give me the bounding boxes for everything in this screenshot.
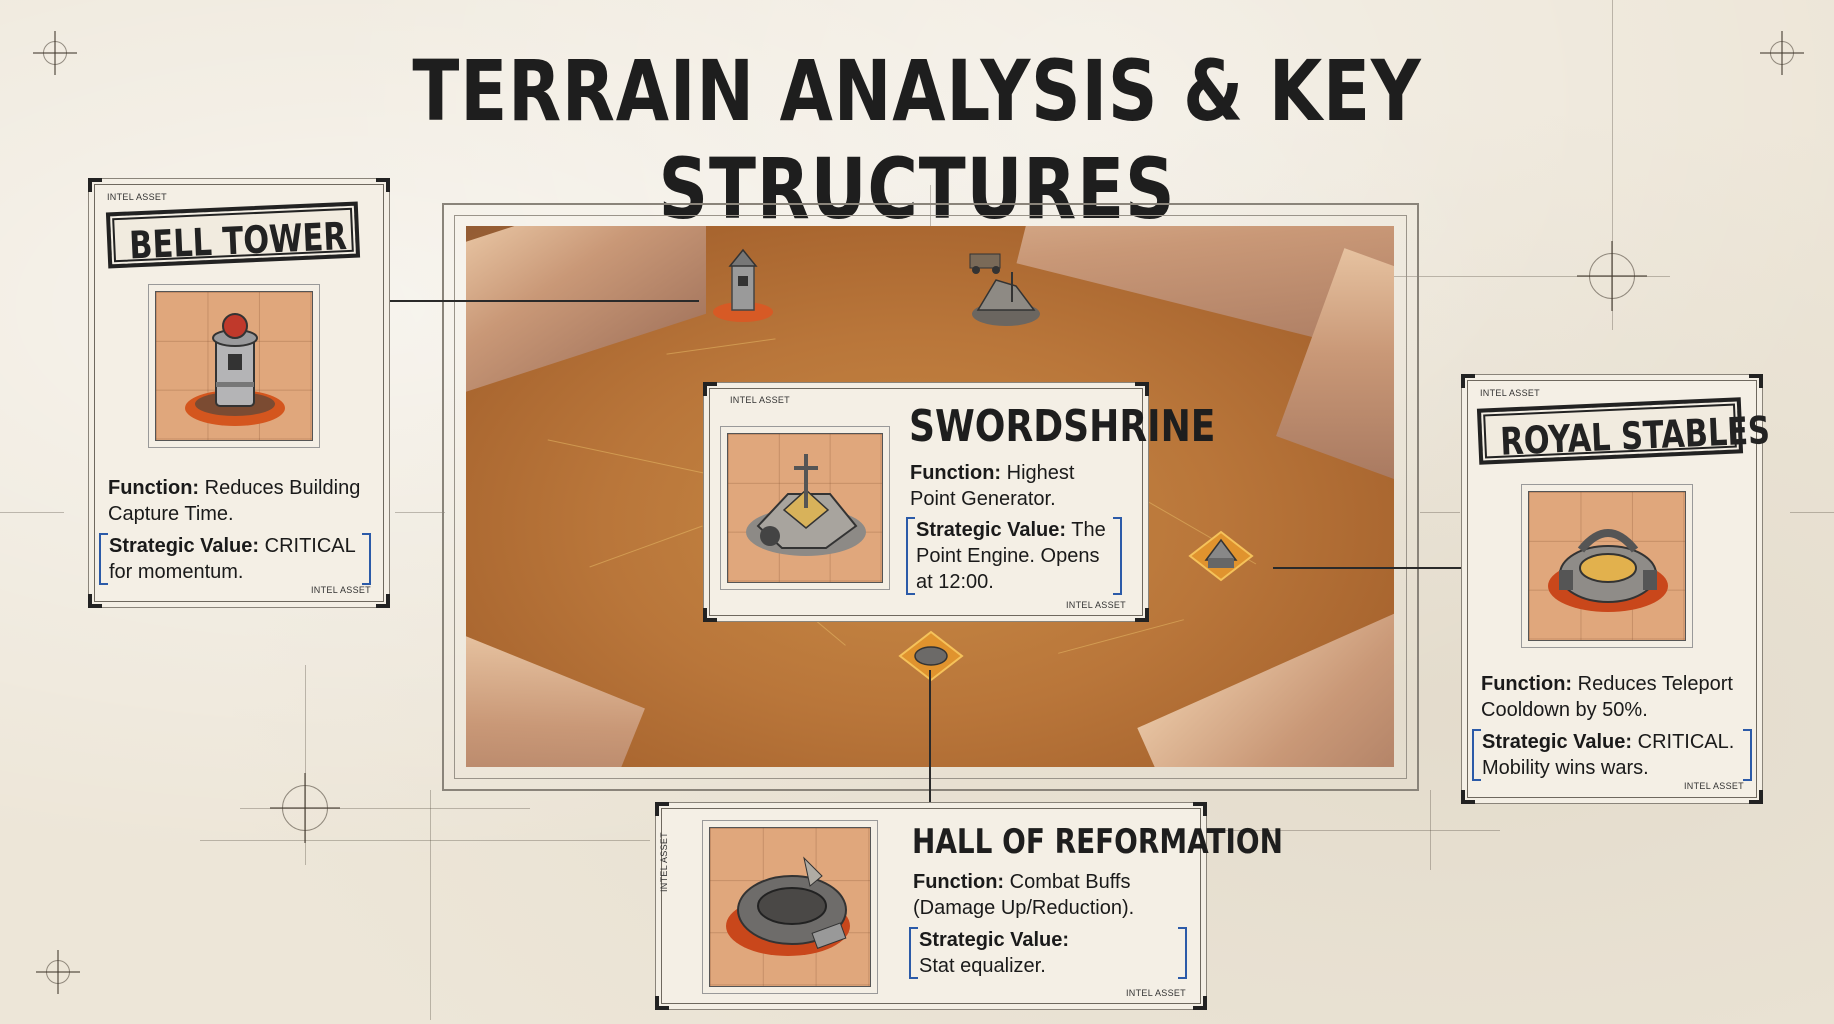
swordshrine-title: SWORDSHRINE [909,401,1216,452]
grid-line [240,808,530,809]
royal-stables-card[interactable]: INTEL ASSET ROYAL STABLES Function: Redu… [1461,374,1771,804]
hall-of-reformation-thumbnail [709,827,871,987]
bell-tower-function-text: Reduces Building Capture Time. [108,477,361,525]
bell-tower-thumbnail [155,291,313,441]
intel-asset-tag: INTEL ASSET [730,395,790,405]
bell-tower-strategic-value: Strategic Value: CRITICAL for momentum. [99,533,371,585]
bell-tower-icon [185,313,285,426]
grid-line [200,840,650,841]
grid-line [1430,790,1431,870]
swordshrine-function: Function: Highest Point Generator. [910,460,1090,512]
grid-line [0,512,64,513]
terrain-crack [1058,619,1184,654]
grid-line [430,790,431,1020]
swordshrine-function-text: Highest Point Generator. [910,462,1075,510]
royal-stables-map-marker[interactable] [1186,526,1256,586]
function-label: Function: [108,477,200,499]
page-title: TERRAIN ANALYSIS & KEY STRUCTURES [412,42,1422,238]
terrain-crack [547,439,705,474]
strategic-label: Strategic Value: [1482,731,1633,753]
intel-asset-tag-vertical: INTEL ASSET [659,832,669,892]
cliff-bottom-right [1137,597,1394,767]
hall-of-reformation-function: Function: Combat Buffs (Damage Up/Reduct… [913,869,1187,921]
crosshair-icon [36,950,80,994]
connector-hall [929,670,931,804]
intel-asset-tag: INTEL ASSET [1684,781,1744,791]
outpost-map-marker[interactable] [966,262,1046,332]
bell-tower-title-stamp: BELL TOWER [105,201,361,269]
grid-line [1612,0,1613,330]
hall-of-reformation-title: HALL OF REFORMATION [912,822,1283,862]
terrain-crack [589,525,703,568]
intel-asset-tag: INTEL ASSET [311,585,371,595]
royal-stables-function: Function: Reduces Teleport Cooldown by 5… [1481,671,1753,723]
hall-of-reformation-strategic-text: Stat equalizer. [919,955,1046,977]
swordshrine-card[interactable]: INTEL ASSET SWORDSHRINE Function: Highes… [703,382,1215,622]
bell-tower-function: Function: Reduces Building Capture Time. [108,475,376,527]
terrain-crack [666,338,776,355]
swordshrine-thumbnail [727,433,883,583]
grid-line [395,512,445,513]
intel-asset-tag: INTEL ASSET [107,192,167,202]
strategic-label: Strategic Value: [919,929,1070,951]
cliff-top-left [466,226,706,399]
function-label: Function: [1481,673,1573,695]
cart-map-marker [969,253,1001,274]
hall-of-reformation-icon [726,856,850,956]
hall-of-reformation-strategic-value: Strategic Value: Stat equalizer. [909,927,1187,979]
strategic-label: Strategic Value: [916,519,1067,541]
connector-royal-stables [1273,567,1461,569]
grid-line [1310,276,1670,277]
cliff-bottom-left [466,633,645,767]
hall-of-reformation-function-text: Combat Buffs (Damage Up/Reduction). [913,871,1135,919]
bell-tower-strategic-text: CRITICAL for momentum. [109,535,356,583]
intel-asset-tag: INTEL ASSET [1480,388,1540,398]
royal-stables-strategic-value: Strategic Value: CRITICAL. Mobility wins… [1472,729,1752,781]
swordshrine-strategic-text: The Point Engine. Opens at 12:00. [916,519,1106,593]
grid-line [1790,512,1834,513]
royal-stables-title: ROYAL STABLES [1499,408,1771,464]
grid-line [930,185,931,235]
crosshair-icon [33,31,77,75]
grid-line [305,665,306,865]
royal-stables-icon [1548,529,1668,612]
intel-asset-tag: INTEL ASSET [1126,988,1186,998]
crosshair-icon [1577,241,1647,311]
swordshrine-icon [746,454,866,556]
bell-tower-map-marker[interactable] [708,246,778,326]
bell-tower-card[interactable]: INTEL ASSET BELL TOWER Function: Reduces… [88,178,390,608]
royal-stables-thumbnail [1528,491,1686,641]
royal-stables-strategic-text: CRITICAL. Mobility wins wars. [1482,731,1735,779]
hall-of-reformation-card[interactable]: INTEL ASSET HALL OF REFORMATION Function… [655,802,1283,1010]
swordshrine-strategic-value: Strategic Value: The Point Engine. Opens… [906,517,1122,595]
crosshair-icon [270,773,340,843]
royal-stables-title-stamp: ROYAL STABLES [1476,397,1771,465]
function-label: Function: [910,462,1002,484]
strategic-label: Strategic Value: [109,535,260,557]
bell-tower-title: BELL TOWER [128,214,348,268]
crosshair-icon [1760,31,1804,75]
hall-of-reformation-map-marker[interactable] [896,626,966,686]
connector-bell-tower [387,300,699,302]
grid-line [1420,512,1460,513]
grid-line [1200,830,1500,831]
intel-asset-tag: INTEL ASSET [1066,600,1126,610]
function-label: Function: [913,871,1005,893]
royal-stables-function-text: Reduces Teleport Cooldown by 50%. [1481,673,1733,721]
